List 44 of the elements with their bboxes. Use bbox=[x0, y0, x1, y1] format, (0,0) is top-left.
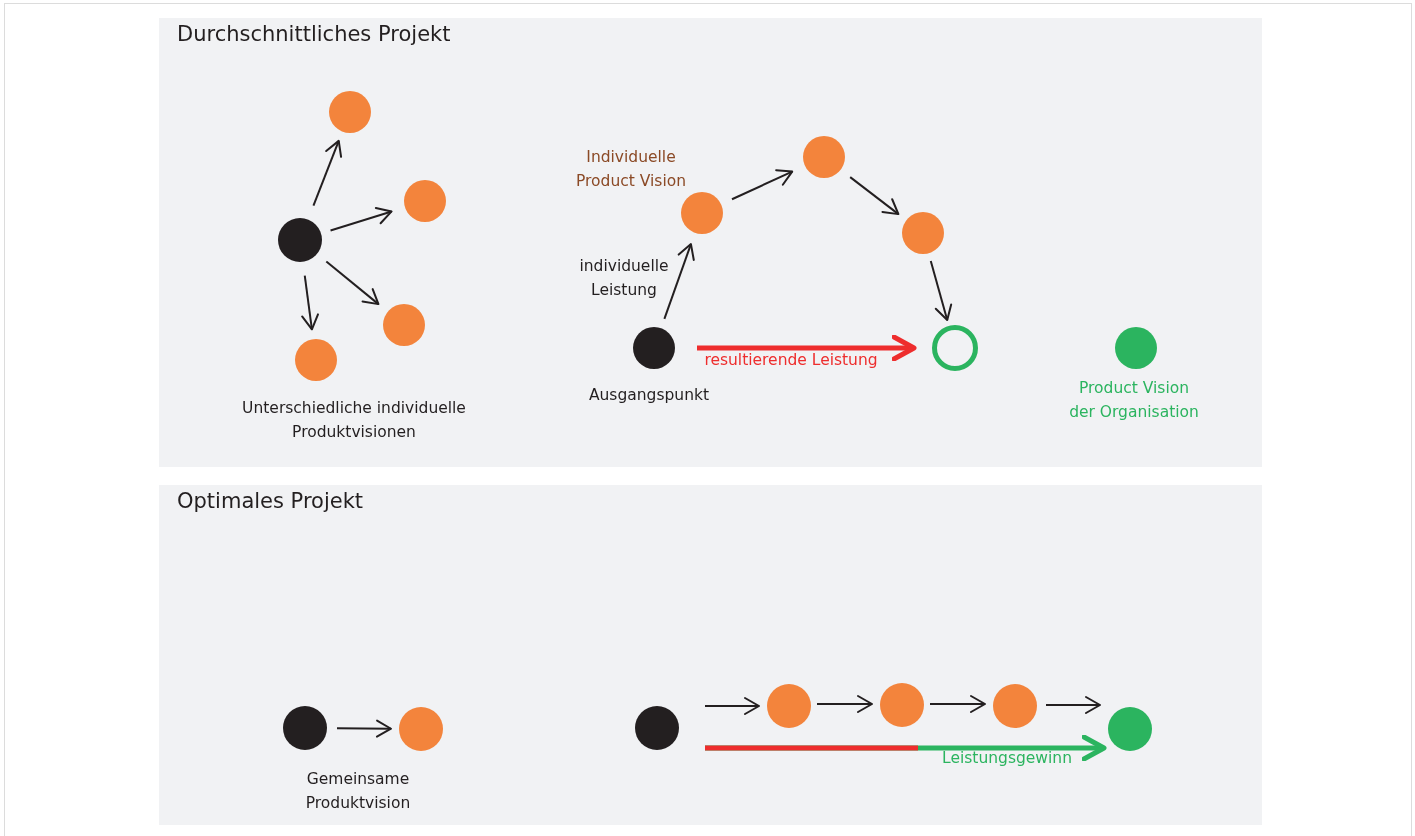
panel-title: Durchschnittliches Projekt bbox=[177, 22, 451, 46]
circle-marker bbox=[278, 218, 322, 262]
arrow bbox=[929, 695, 986, 713]
circle-marker bbox=[635, 706, 679, 750]
panel-background bbox=[159, 18, 1262, 467]
arrow bbox=[929, 259, 953, 322]
arrow bbox=[325, 260, 380, 306]
arrow bbox=[731, 169, 794, 201]
circle-marker bbox=[993, 684, 1037, 728]
circle-marker bbox=[803, 136, 845, 178]
arrow bbox=[849, 176, 900, 216]
arrow bbox=[704, 697, 760, 715]
circle-marker bbox=[1115, 327, 1157, 369]
arrow bbox=[312, 139, 343, 207]
group-caption: Gemeinsame Produktvision bbox=[304, 769, 412, 814]
circle-marker bbox=[681, 192, 723, 234]
arrow bbox=[1045, 696, 1101, 714]
circle-marker bbox=[1108, 707, 1152, 751]
panel-title: Optimales Projekt bbox=[177, 489, 364, 513]
arrow bbox=[697, 334, 917, 362]
edge-label: Leistungsgewinn bbox=[941, 748, 1073, 769]
node-caption: Ausgangspunkt bbox=[587, 385, 711, 406]
node-caption: Individuelle Product Vision bbox=[574, 147, 687, 192]
arrow bbox=[336, 719, 392, 738]
arrow bbox=[329, 206, 393, 232]
circle-marker bbox=[283, 706, 327, 750]
node-caption: Product Vision der Organisation bbox=[1068, 378, 1200, 423]
ring-marker bbox=[932, 325, 978, 371]
circle-marker bbox=[383, 304, 425, 346]
circle-marker bbox=[295, 339, 337, 381]
circle-marker bbox=[880, 683, 924, 727]
arrow bbox=[816, 695, 873, 713]
circle-marker bbox=[399, 707, 443, 751]
arrow bbox=[663, 243, 695, 320]
circle-marker bbox=[633, 327, 675, 369]
circle-marker bbox=[767, 684, 811, 728]
group-caption: Unterschiedliche individuelle Produktvisionen bbox=[241, 398, 467, 443]
panel-background bbox=[159, 485, 1262, 825]
circle-marker bbox=[329, 91, 371, 133]
circle-marker bbox=[902, 212, 944, 254]
circle-marker bbox=[404, 180, 446, 222]
arrow bbox=[301, 274, 319, 331]
edge-label: resultierende Leistung bbox=[703, 350, 879, 371]
edge-label: individuelle Leistung bbox=[578, 256, 670, 301]
